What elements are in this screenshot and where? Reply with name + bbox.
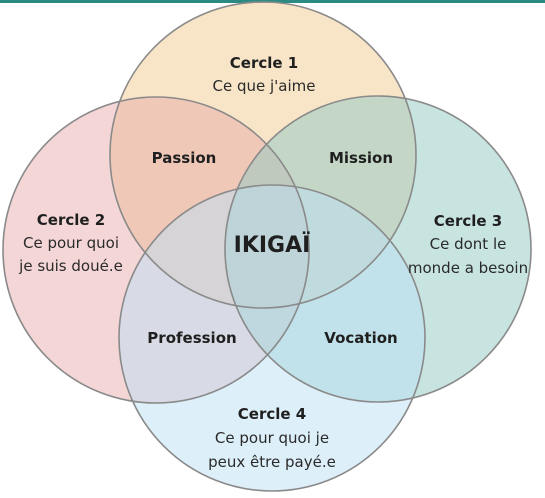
intersection-profession: Profession <box>147 329 236 347</box>
circle-2-title: Cercle 2 <box>37 211 105 229</box>
intersection-passion: Passion <box>152 149 217 167</box>
circle-2-outline <box>2 96 310 404</box>
circle-3-outline <box>224 95 532 403</box>
circle-4-outline <box>118 184 426 492</box>
circle-3-description-line-1: Ce dont le <box>430 235 507 253</box>
circle-1-title: Cercle 1 <box>230 54 298 72</box>
circle-4 <box>119 185 425 491</box>
circle-3-title: Cercle 3 <box>434 212 502 230</box>
intersection-mission: Mission <box>329 149 393 167</box>
circle-2-description-line-2: je suis doué.e <box>18 257 123 275</box>
intersection-vocation: Vocation <box>324 329 397 347</box>
circle-2-description-line-1: Ce pour quoi <box>23 234 119 252</box>
circle-1-outline <box>109 1 417 309</box>
circle-3-description-line-2: monde a besoin <box>408 259 528 277</box>
circle-outlines <box>2 1 532 492</box>
circle-4-description-line-2: peux être payé.e <box>208 453 336 471</box>
circle-4-title: Cercle 4 <box>238 405 306 423</box>
circle-4-description-line-1: Ce pour quoi je <box>215 429 329 447</box>
center-label-ikigai: IKIGAÏ <box>234 232 311 258</box>
circle-1-description: Ce que j'aime <box>213 77 316 95</box>
